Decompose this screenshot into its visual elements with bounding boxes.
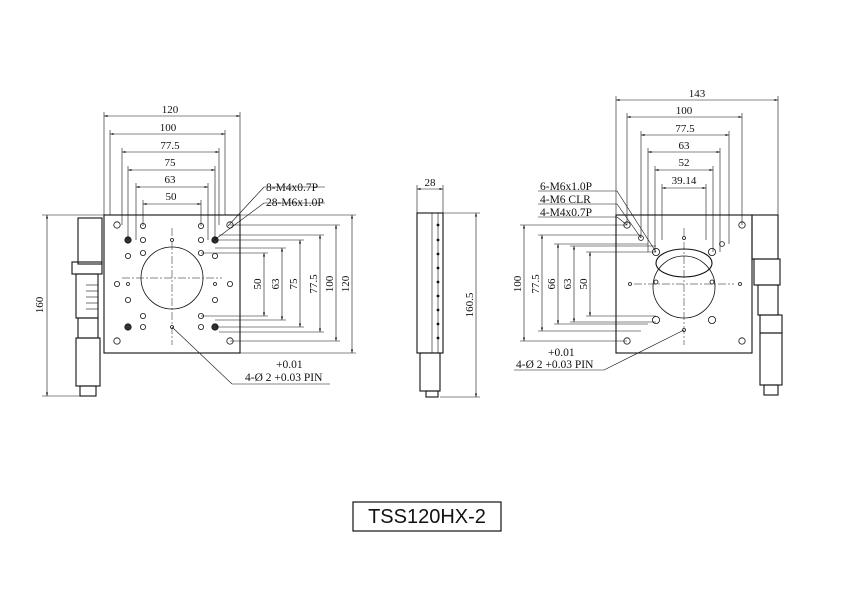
- right-micrometer: [751, 214, 783, 396]
- dim-side-height: 160.5: [464, 292, 476, 317]
- dim-left-w3: 77.5: [160, 140, 180, 152]
- dim-left-w1: 120: [162, 104, 179, 116]
- left-width-dimensions: 120 100 77.5 75 63 50: [103, 104, 241, 240]
- dim-right-h5: 50: [578, 278, 590, 290]
- dim-right-w5: 52: [679, 157, 690, 169]
- dim-right-h2: 77.5: [530, 274, 542, 294]
- dim-left-h4: 77.5: [308, 274, 320, 294]
- dim-side-width: 28: [425, 177, 437, 189]
- left-callout-2: 28-M6x1.0P: [266, 197, 324, 209]
- left-pin-note: 4-Ø 2 +0.03 PIN: [245, 372, 323, 384]
- left-height-dimensions: 120 100 77.5 75 63 50: [201, 214, 356, 354]
- left-pin-tolerance: +0.01: [276, 359, 303, 371]
- right-height-dimensions: 100 77.5 66 63 50: [512, 224, 656, 342]
- left-view: 120 100 77.5 75 63 50: [34, 104, 356, 397]
- dim-left-h6: 120: [340, 275, 352, 292]
- dim-right-w4: 63: [679, 140, 691, 152]
- dim-left-h3: 75: [288, 278, 300, 290]
- right-pin-note: 4-Ø 2 +0.03 PIN: [516, 359, 594, 371]
- dim-left-h1: 50: [252, 278, 264, 290]
- right-callouts: 6-M6x1.0P 4-M6 CLR 4-M4x0.7P +0.01 4-Ø 2…: [514, 181, 685, 371]
- right-view: 143 100 77.5 63 52 39.14: [512, 88, 783, 396]
- dim-right-w1: 143: [689, 88, 706, 100]
- left-callout-1: 8-M4x0.7P: [266, 182, 318, 194]
- dim-left-h5: 100: [324, 275, 336, 292]
- right-callout-3: 4-M4x0.7P: [540, 207, 592, 219]
- dim-left-w5: 63: [165, 174, 177, 186]
- dim-right-w3: 77.5: [675, 123, 695, 135]
- dim-right-w6: 39.14: [672, 175, 697, 187]
- right-pin-tolerance: +0.01: [548, 347, 575, 359]
- left-table-body: [103, 214, 241, 354]
- drawing-title: TSS120HX-2: [368, 506, 486, 528]
- dim-left-w6: 50: [166, 191, 178, 203]
- side-view: 28 160.5: [416, 177, 480, 398]
- right-callout-2: 4-M6 CLR: [540, 194, 591, 206]
- title-block: TSS120HX-2: [352, 501, 502, 532]
- dim-left-h2: 63: [270, 278, 282, 290]
- dim-right-w2: 100: [676, 105, 693, 117]
- left-callouts: 8-M4x0.7P 28-M6x1.0P +0.01 4-Ø 2 +0.03 P…: [171, 182, 330, 385]
- right-table-body: [615, 214, 753, 354]
- dim-right-h3: 66: [546, 278, 558, 290]
- dim-right-h4: 63: [562, 278, 574, 290]
- right-width-dimensions: 143 100 77.5 63 52 39.14: [615, 88, 779, 252]
- left-overall-height: 160: [34, 214, 104, 397]
- dim-right-h1: 100: [512, 275, 524, 292]
- dim-left-w4: 75: [165, 157, 177, 169]
- right-callout-1: 6-M6x1.0P: [540, 181, 592, 193]
- dim-left-w2: 100: [160, 122, 177, 134]
- dim-left-overall: 160: [34, 296, 46, 313]
- left-micrometer: [71, 217, 103, 397]
